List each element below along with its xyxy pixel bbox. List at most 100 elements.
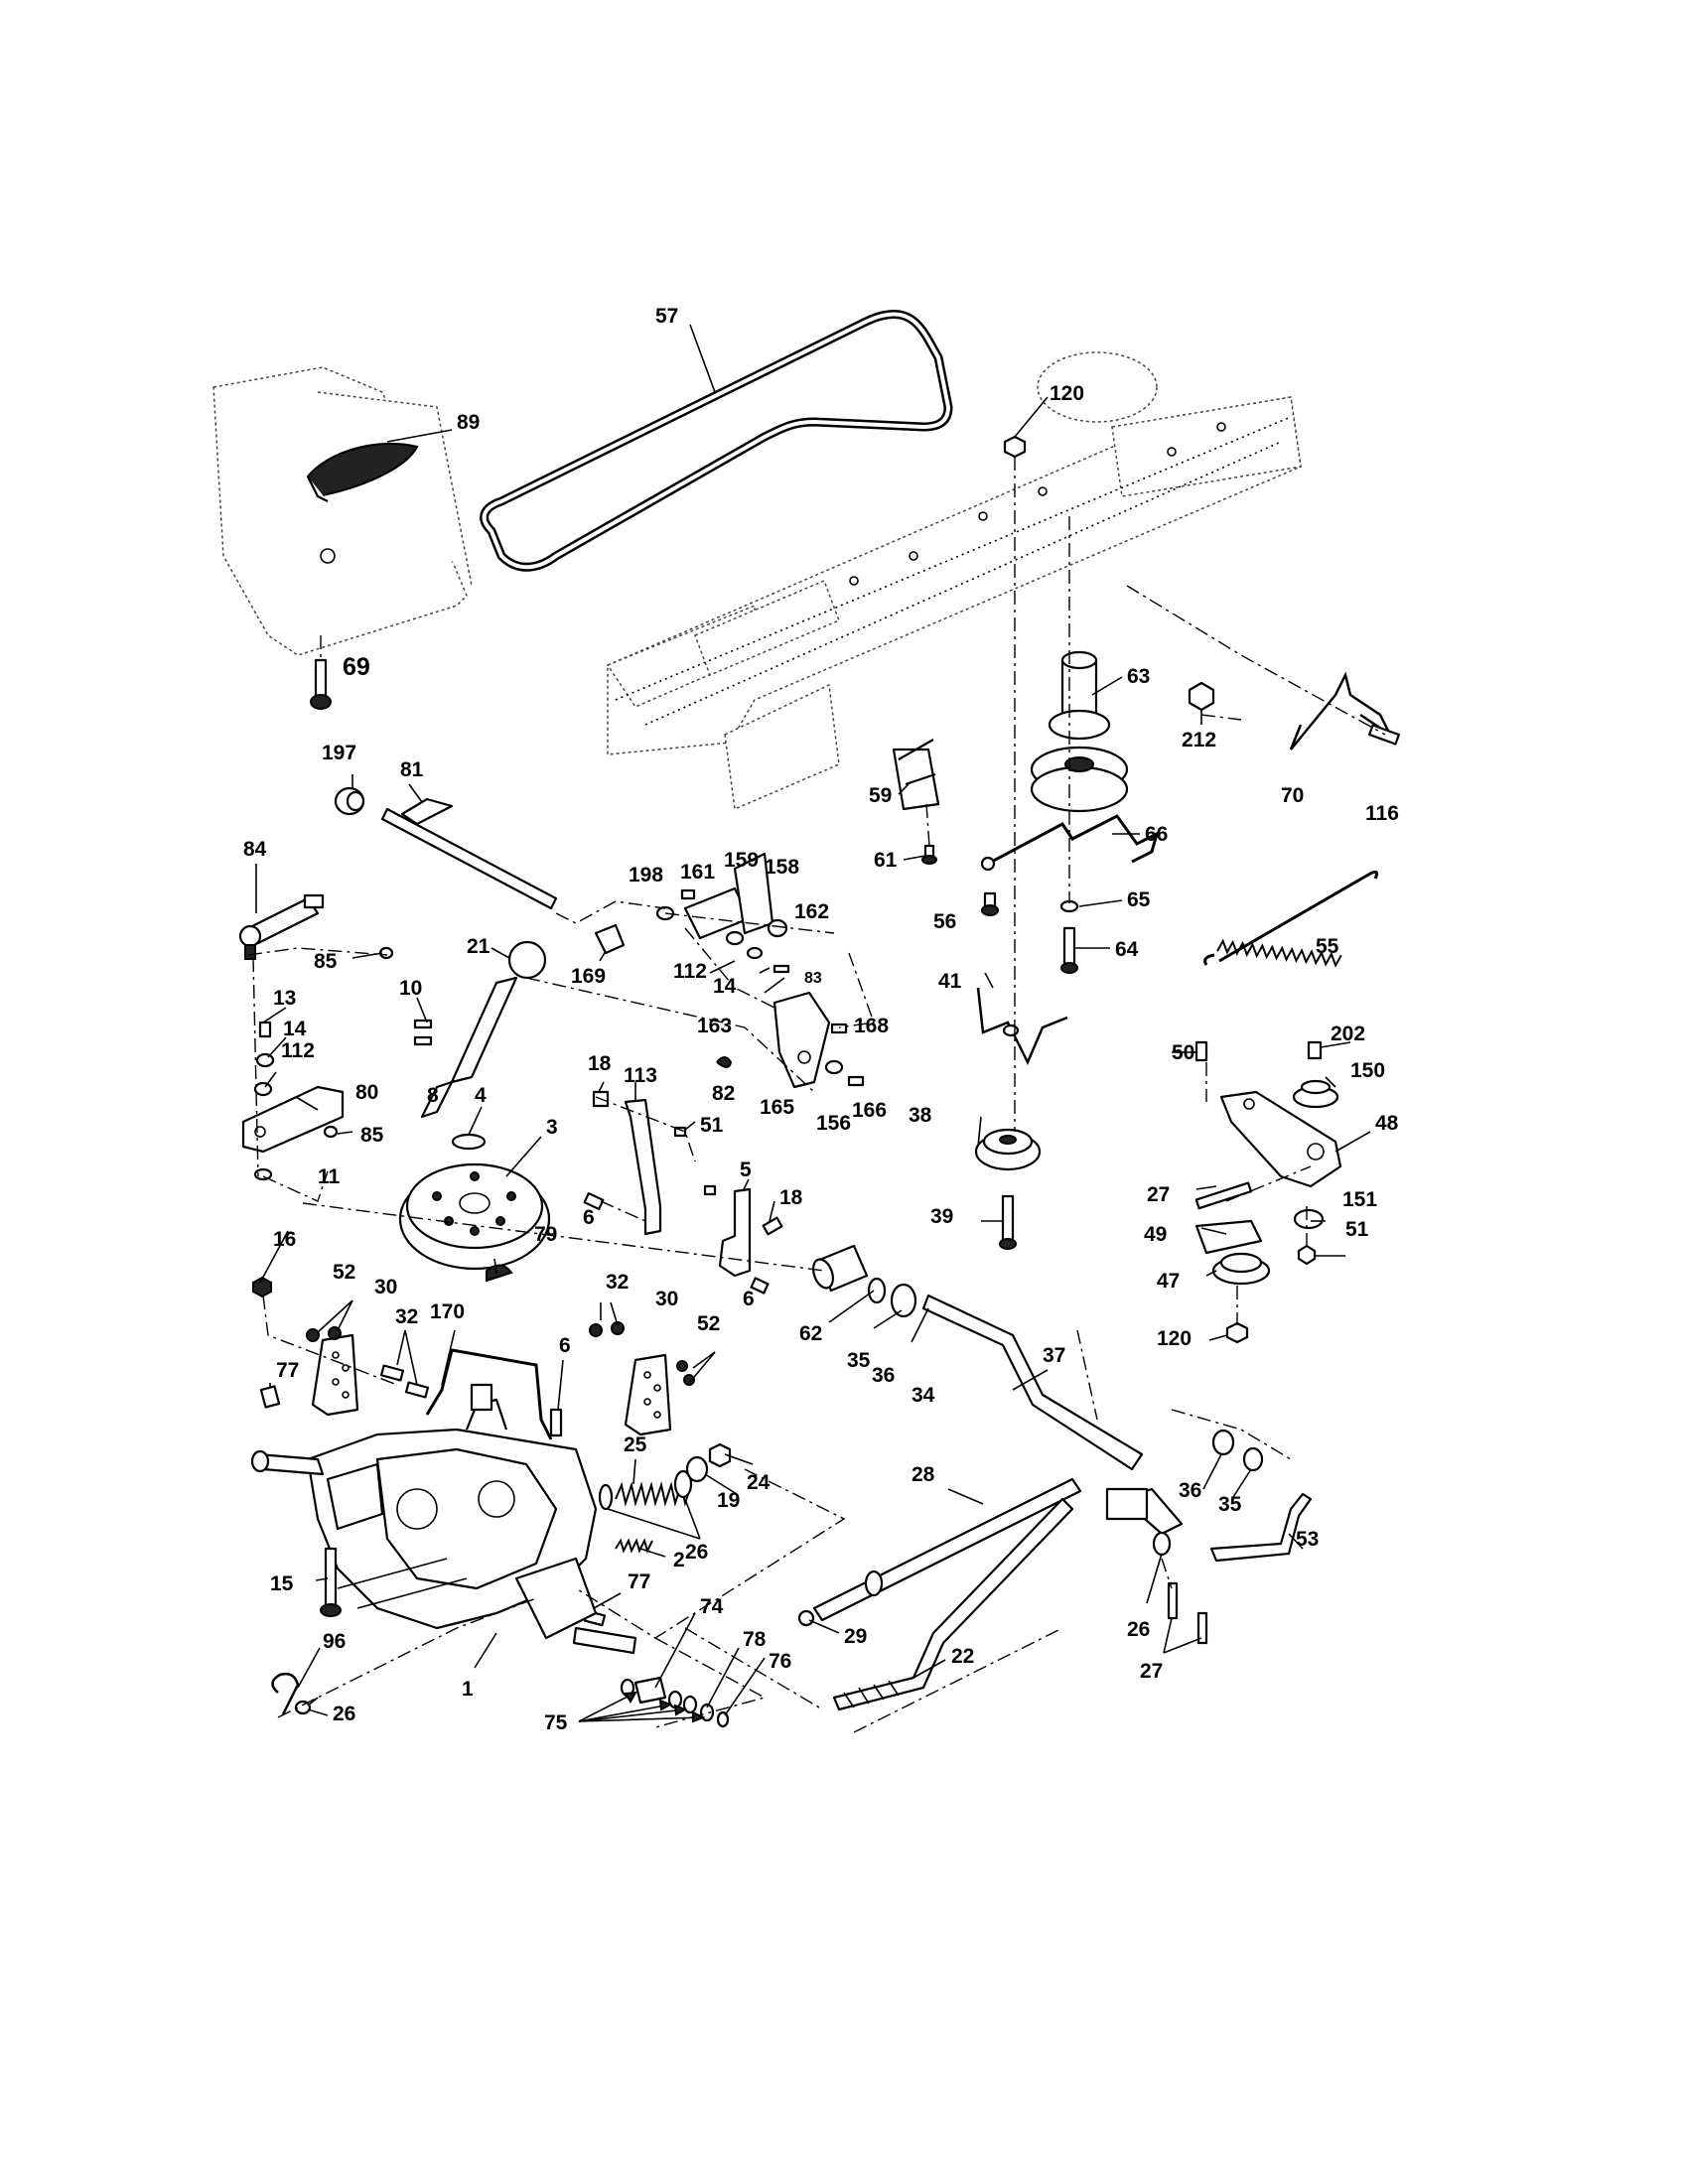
- nut-52-a: [306, 1328, 320, 1342]
- callout-48: 48: [1375, 1112, 1399, 1135]
- bolt-27-c: [1196, 1611, 1208, 1645]
- callout-52-left: 52: [333, 1261, 355, 1284]
- callout-27-bottom: 27: [1140, 1660, 1163, 1683]
- callout-18-right: 18: [779, 1186, 803, 1209]
- callout-151: 151: [1342, 1188, 1377, 1211]
- nut-120-top: [1003, 435, 1027, 459]
- bracket-59: [892, 739, 940, 811]
- callout-82: 82: [712, 1082, 735, 1105]
- callout-30-right: 30: [655, 1288, 678, 1310]
- callout-79: 79: [534, 1223, 557, 1246]
- bolt-32-b: [404, 1381, 430, 1399]
- callout-3: 3: [546, 1116, 558, 1139]
- nut-52-c: [676, 1360, 688, 1372]
- callout-84: 84: [243, 838, 267, 861]
- callout-37: 37: [1043, 1344, 1065, 1367]
- pulley-38: [974, 1128, 1042, 1171]
- callout-161: 161: [680, 861, 715, 884]
- callout-74: 74: [700, 1595, 724, 1618]
- callout-165: 165: [760, 1096, 794, 1119]
- callout-169: 169: [571, 965, 606, 988]
- drive-belt: [480, 309, 953, 572]
- washer-26-b: [673, 1469, 693, 1499]
- spring-55: [1203, 870, 1379, 968]
- callout-21: 21: [467, 935, 491, 958]
- callout-32-right: 32: [606, 1271, 629, 1294]
- callout-5: 5: [740, 1159, 752, 1181]
- callout-159: 159: [724, 849, 759, 872]
- callout-6-b: 6: [743, 1288, 755, 1310]
- callout-13: 13: [273, 987, 296, 1010]
- callout-120-bottom: 120: [1157, 1327, 1192, 1350]
- callout-62: 62: [799, 1322, 822, 1345]
- screw-50: [1194, 1040, 1208, 1062]
- callout-34: 34: [912, 1384, 935, 1407]
- callout-76: 76: [769, 1650, 791, 1673]
- callout-10: 10: [399, 977, 422, 1000]
- callout-61: 61: [874, 849, 898, 872]
- washer-35-b: [1242, 1446, 1264, 1472]
- callout-83: 83: [804, 970, 822, 987]
- callout-35-left: 35: [847, 1349, 871, 1372]
- bolt-32-d: [611, 1321, 625, 1335]
- bracket-48: [1219, 1090, 1342, 1188]
- bracket-169: [594, 923, 626, 955]
- callout-197: 197: [322, 742, 356, 764]
- bracket-5: [718, 1187, 752, 1278]
- clip-70: [1289, 671, 1394, 751]
- callout-113: 113: [624, 1064, 657, 1087]
- callout-38: 38: [909, 1104, 932, 1127]
- callout-120-top: 120: [1050, 382, 1084, 405]
- callout-80: 80: [355, 1081, 378, 1104]
- callout-85-left: 85: [360, 1124, 384, 1147]
- screw-202: [1307, 1040, 1323, 1060]
- callout-24: 24: [747, 1471, 771, 1494]
- nut-51-b: [703, 1184, 717, 1196]
- screws-10: [413, 1019, 433, 1046]
- callout-112-mid: 112: [673, 960, 707, 983]
- washer-151: [1293, 1208, 1325, 1230]
- bushing-197: [334, 786, 365, 816]
- callout-198: 198: [629, 864, 663, 887]
- bolt-39: [999, 1194, 1017, 1250]
- callout-166: 166: [852, 1099, 887, 1122]
- callout-53: 53: [1296, 1528, 1319, 1551]
- pulley-63: [1030, 650, 1129, 813]
- callout-26-left: 26: [333, 1703, 355, 1725]
- ring-4: [451, 1133, 487, 1151]
- callout-19: 19: [717, 1489, 740, 1512]
- shaft-81: [380, 797, 558, 910]
- callout-47: 47: [1157, 1270, 1180, 1293]
- pedal-pad-part: [306, 442, 419, 502]
- nut-24: [708, 1442, 732, 1468]
- callout-36-right: 36: [1179, 1479, 1201, 1502]
- washer-36-a: [890, 1283, 917, 1318]
- callout-1: 1: [462, 1678, 474, 1701]
- callout-162: 162: [794, 900, 829, 923]
- washer-26-d: [1152, 1531, 1172, 1557]
- callout-39: 39: [930, 1205, 953, 1228]
- callout-50: 50: [1172, 1041, 1194, 1064]
- bracket-30-left: [311, 1333, 359, 1417]
- knob-21: [507, 940, 547, 980]
- washer-35-a: [867, 1277, 887, 1304]
- callout-30-left: 30: [374, 1276, 397, 1298]
- callout-15: 15: [270, 1572, 294, 1595]
- bolt-6-b: [750, 1277, 770, 1295]
- bushing-29: [797, 1609, 815, 1627]
- callout-28: 28: [912, 1463, 935, 1486]
- callout-75: 75: [544, 1711, 568, 1734]
- rod-22: [832, 1497, 1074, 1711]
- callout-18-left: 18: [588, 1052, 612, 1075]
- callout-22: 22: [951, 1645, 974, 1668]
- callout-25: 25: [624, 1433, 647, 1456]
- washer-26-a: [598, 1483, 614, 1511]
- bolt-64: [1060, 926, 1078, 974]
- bolt-27-b: [1167, 1581, 1179, 1620]
- transaxle-1: [250, 1383, 637, 1655]
- washer-36-b: [1211, 1429, 1235, 1456]
- bolt-6-c: [549, 1408, 563, 1437]
- callout-202: 202: [1331, 1023, 1365, 1045]
- callout-14-mid: 14: [713, 975, 737, 998]
- rod-28: [812, 1477, 1082, 1622]
